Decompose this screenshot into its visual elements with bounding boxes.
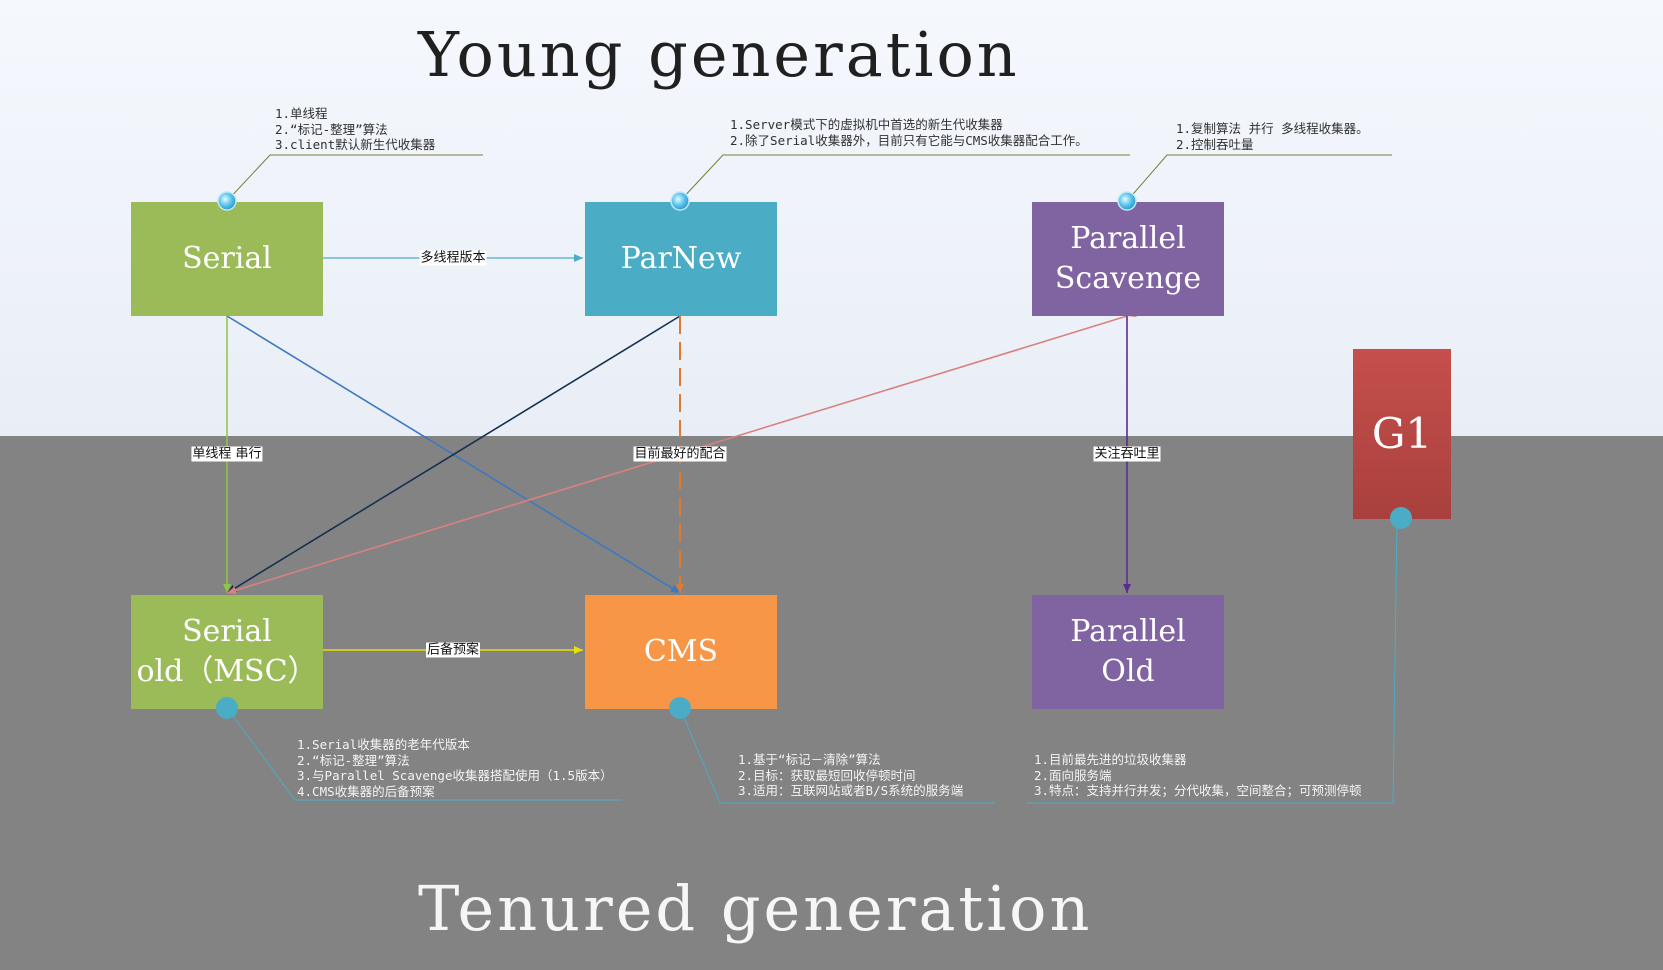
- note-line: 1.单线程: [275, 106, 328, 121]
- parallel-scavenge-connector-dot: [1117, 191, 1137, 211]
- note-line: 3.特点：支持并行并发；分代收集，空间整合；可预测停顿: [1034, 783, 1362, 798]
- parnew-box[interactable]: ParNew: [585, 202, 777, 316]
- callout-line-parallel-scavenge: [1126, 154, 1392, 202]
- note-line: 2.“标记-整理”算法: [297, 752, 410, 768]
- young-generation-title: Young generation: [418, 18, 1020, 91]
- note-serial: 1.单线程 2.“标记-整理”算法 3.client默认新生代收集器: [275, 106, 435, 153]
- edge-label-scavenge-parallelold: 关注吞吐里: [1093, 446, 1161, 462]
- note-g1: 1.目前最先进的垃圾收集器 2.面向服务端 3.特点：支持并行并发；分代收集，空…: [1034, 752, 1362, 799]
- serial-old-connector-dot: [216, 697, 238, 719]
- tenured-generation-title: Tenured generation: [418, 872, 1093, 945]
- note-line: 1.基于“标记－清除”算法: [738, 752, 881, 767]
- callout-line-g1: [1027, 517, 1398, 804]
- serial-old-box[interactable]: Serial old（MSC）: [131, 595, 323, 709]
- parallel-old-box[interactable]: Parallel Old: [1032, 595, 1224, 709]
- serial-connector-dot: [217, 191, 237, 211]
- note-line: 2.除了Serial收集器外，目前只有它能与CMS收集器配合工作。: [730, 132, 1088, 148]
- note-line: 1.Serial收集器的老年代版本: [297, 737, 470, 752]
- parallel-scavenge-box[interactable]: Parallel Scavenge: [1032, 202, 1224, 316]
- note-line: 1.复制算法 并行 多线程收集器。: [1176, 121, 1369, 136]
- callout-line-parnew: [679, 154, 1130, 202]
- callout-line-serial: [226, 154, 483, 202]
- note-line: 1.Server模式下的虚拟机中首选的新生代收集器: [730, 117, 1003, 132]
- edge-label-serial-serialold: 单线程 串行: [191, 446, 263, 462]
- note-parallel-scavenge: 1.复制算法 并行 多线程收集器。 2.控制吞吐量: [1176, 121, 1369, 152]
- note-line: 2.面向服务端: [1034, 767, 1112, 783]
- callout-line-serial-old: [226, 707, 622, 801]
- cms-box[interactable]: CMS: [585, 595, 777, 709]
- note-line: 2.控制吞吐量: [1176, 136, 1254, 152]
- note-line: 3.与Parallel Scavenge收集器搭配使用（1.5版本）: [297, 768, 613, 783]
- note-line: 4.CMS收集器的后备预案: [297, 783, 435, 799]
- cms-connector-dot: [669, 697, 691, 719]
- g1-connector-dot: [1390, 507, 1412, 529]
- note-line: 2.“标记-整理”算法: [275, 121, 388, 137]
- edge-label-serialold-cms: 后备预案: [425, 642, 481, 658]
- serial-box[interactable]: Serial: [131, 202, 323, 316]
- g1-box[interactable]: G1: [1353, 349, 1451, 519]
- note-line: 3.适用：互联网站或者B/S系统的服务端: [738, 783, 964, 798]
- note-parnew: 1.Server模式下的虚拟机中首选的新生代收集器 2.除了Serial收集器外…: [730, 117, 1088, 148]
- note-line: 3.client默认新生代收集器: [275, 137, 436, 152]
- callout-line-cms: [679, 707, 995, 804]
- edge-label-serial-parnew: 多线程版本: [419, 250, 487, 266]
- edge-label-parnew-cms: 目前最好的配合: [633, 446, 727, 462]
- parnew-connector-dot: [670, 191, 690, 211]
- note-serial-old: 1.Serial收集器的老年代版本 2.“标记-整理”算法 3.与Paralle…: [297, 737, 613, 799]
- note-cms: 1.基于“标记－清除”算法 2.目标：获取最短回收停顿时间 3.适用：互联网站或…: [738, 752, 963, 799]
- note-line: 2.目标：获取最短回收停顿时间: [738, 767, 916, 783]
- note-line: 1.目前最先进的垃圾收集器: [1034, 752, 1187, 767]
